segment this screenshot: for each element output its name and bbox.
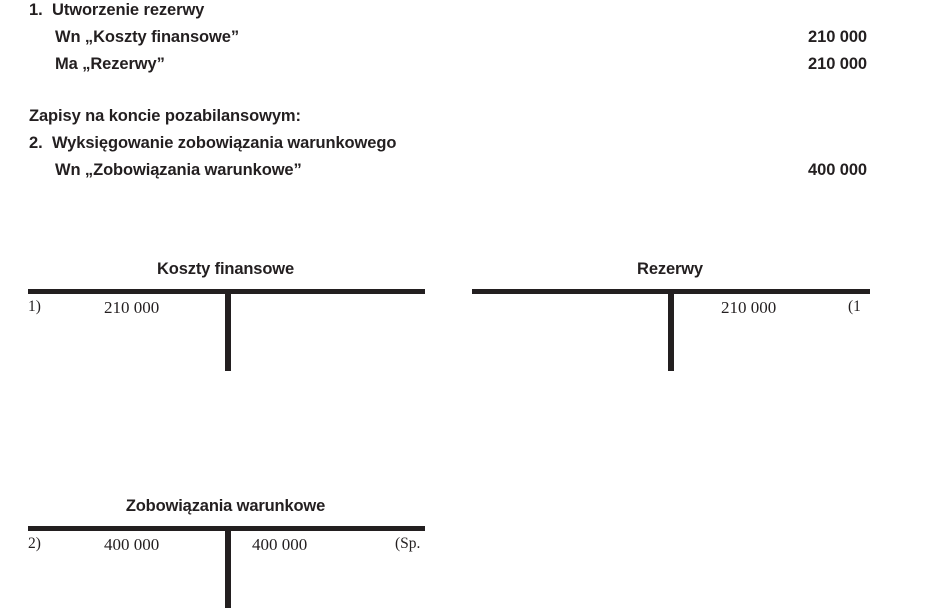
t-account-credit-amount: 210 000 bbox=[721, 298, 777, 317]
journal-entry-text: Ma „Rezerwy” bbox=[55, 55, 165, 73]
t-account-credit-ref: (Sp. bbox=[395, 535, 421, 552]
t-account-debit-amount: 400 000 bbox=[104, 535, 160, 554]
journal-entry-amount: 210 000 bbox=[808, 55, 867, 73]
journal-entry-number: 2. bbox=[29, 134, 43, 152]
journal-entry-amount: 400 000 bbox=[808, 161, 867, 179]
journal-entry-text: Wn „Zobowiązania warunkowe” bbox=[55, 161, 302, 179]
t-account-title: Zobowiązania warunkowe bbox=[125, 497, 326, 515]
journal-entry-number: 1. bbox=[29, 1, 43, 19]
journal-entry-text: Zapisy na koncie pozabilansowym: bbox=[29, 107, 301, 125]
t-account-center-stem bbox=[668, 289, 674, 371]
journal-line: 2. Wyksięgowanie zobowiązania warunkoweg… bbox=[0, 134, 948, 154]
t-account-credit-amount: 400 000 bbox=[252, 535, 308, 554]
t-account-debit-ref: 1) bbox=[28, 298, 41, 315]
t-account-center-stem bbox=[225, 289, 231, 371]
journal-line: Ma „Rezerwy” 210 000 bbox=[0, 55, 948, 75]
journal-line: Wn „Koszty finansowe” 210 000 bbox=[0, 28, 948, 48]
journal-line: 1. Utworzenie rezerwy bbox=[0, 1, 948, 21]
journal-section-heading: Zapisy na koncie pozabilansowym: bbox=[0, 107, 948, 127]
journal-entry-text: Utworzenie rezerwy bbox=[52, 1, 205, 19]
journal-entry-text: Wn „Koszty finansowe” bbox=[55, 28, 239, 46]
t-account-credit-ref: (1 bbox=[848, 298, 861, 315]
t-account-title: Koszty finansowe bbox=[157, 260, 294, 278]
t-account-title: Rezerwy bbox=[637, 260, 703, 278]
journal-line: Wn „Zobowiązania warunkowe” 400 000 bbox=[0, 161, 948, 181]
t-account-center-stem bbox=[225, 526, 231, 608]
journal-entry-amount: 210 000 bbox=[808, 28, 867, 46]
t-account-debit-ref: 2) bbox=[28, 535, 41, 552]
t-account-debit-amount: 210 000 bbox=[104, 298, 160, 317]
journal-entry-text: Wyksięgowanie zobowiązania warunkowego bbox=[52, 134, 397, 152]
